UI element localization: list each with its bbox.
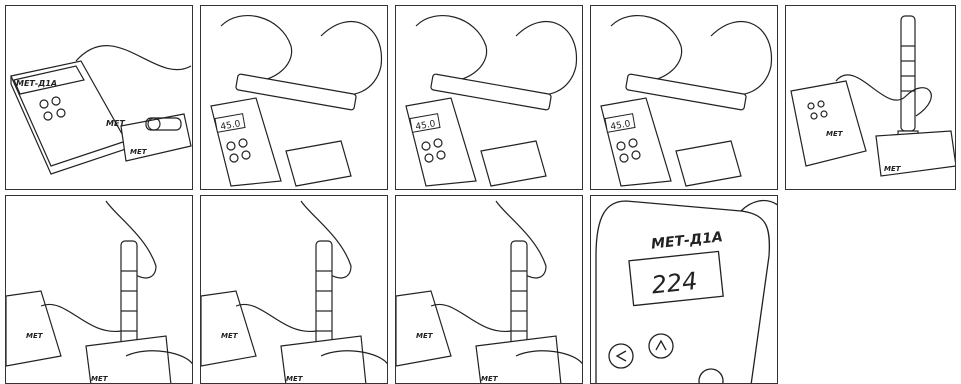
logo-badge: МЕТ [221, 332, 239, 340]
step-panel-5: МЕТ МЕТ [785, 5, 956, 190]
logo-badge: МЕТ [106, 119, 125, 128]
step-panel-1: МЕТ-Д1А МЕТ МЕТ [5, 5, 193, 190]
block-badge: МЕТ [286, 375, 304, 383]
press-trigger-illustration: МЕТ МЕТ [396, 196, 583, 384]
lcd-reading: 224 [650, 267, 698, 300]
step-panel-8: МЕТ МЕТ [395, 195, 583, 384]
step-panel-4: 45.0 [590, 5, 778, 190]
device-result-closeup: МЕТ-Д1А 224 [591, 196, 778, 384]
hands-cocking-probe-illustration: 45.0 [591, 6, 778, 190]
logo-badge: МЕТ [26, 332, 44, 340]
hands-cocking-probe-illustration: 45.0 [201, 6, 388, 190]
block-badge: МЕТ [91, 375, 109, 383]
press-trigger-illustration: МЕТ МЕТ [201, 196, 388, 384]
block-badge: МЕТ [481, 375, 499, 383]
press-trigger-illustration: МЕТ МЕТ [6, 196, 193, 384]
logo-badge: МЕТ [416, 332, 434, 340]
step-panel-3: 45.0 [395, 5, 583, 190]
block-badge: МЕТ [884, 165, 902, 173]
hands-cocking-probe-illustration: 45.0 [396, 6, 583, 190]
device-with-probe-illustration: МЕТ-Д1А МЕТ МЕТ [6, 6, 193, 190]
logo-badge: МЕТ [826, 130, 844, 138]
step-panel-2: 45.0 [200, 5, 388, 190]
step-panel-7: МЕТ МЕТ [200, 195, 388, 384]
brand-label: МЕТ-Д1А [16, 79, 57, 88]
step-panel-9: МЕТ-Д1А 224 [590, 195, 778, 384]
block-badge: МЕТ [130, 148, 148, 156]
step-panel-6: МЕТ МЕТ [5, 195, 193, 384]
probe-on-block-illustration: МЕТ МЕТ [786, 6, 956, 190]
